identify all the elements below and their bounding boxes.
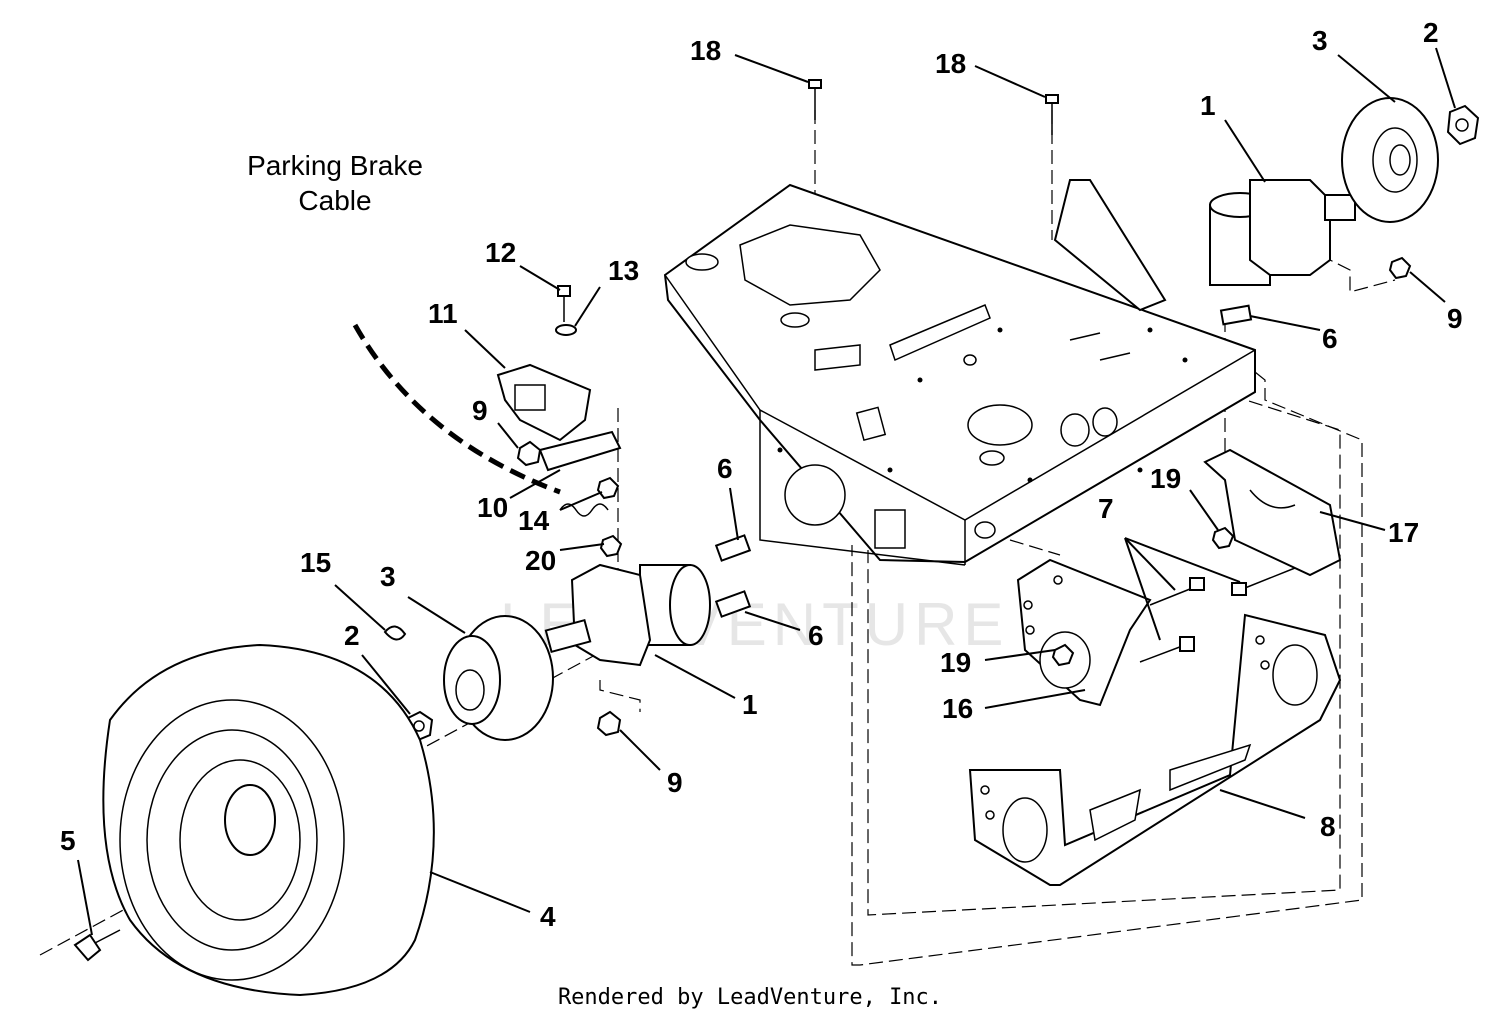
leader-lines [77, 47, 1456, 936]
spring-14 [559, 476, 620, 517]
washer-13 [555, 324, 577, 336]
callout-18: 18 [690, 35, 721, 66]
callout-16: 16 [942, 693, 973, 724]
bolt-5 [73, 929, 121, 962]
callout-5: 5 [60, 825, 76, 856]
callout-19: 19 [940, 647, 971, 678]
parking-brake-cable [352, 323, 561, 495]
callout-9: 9 [1447, 303, 1463, 334]
callout-9: 9 [472, 395, 488, 426]
bolt-12 [557, 285, 571, 322]
nut-19-lower [1051, 643, 1075, 667]
callout-12: 12 [485, 237, 516, 268]
callout-6: 6 [1322, 323, 1338, 354]
callouts: 18 18 3 2 1 9 6 12 13 11 9 10 14 20 6 6 … [60, 17, 1463, 932]
dowel-6-right [1219, 304, 1253, 326]
callout-2: 2 [344, 620, 360, 651]
bolts-7 [1139, 567, 1296, 663]
callout-17: 17 [1388, 517, 1419, 548]
bracket-17 [1203, 448, 1342, 577]
brake-bracket-11 [496, 363, 592, 442]
callout-10: 10 [477, 492, 508, 523]
callout-6: 6 [808, 620, 824, 651]
nut-20 [599, 534, 623, 558]
callout-14: 14 [518, 505, 550, 536]
wheel-motor-right [1209, 179, 1356, 286]
bolt-18-left [808, 79, 822, 120]
dowel-6-upper-left [714, 534, 752, 562]
bracket-16 [1016, 558, 1152, 707]
nut-9-bracket [516, 440, 542, 467]
callout-15: 15 [300, 547, 331, 578]
cross-member-8 [968, 613, 1342, 886]
callout-18: 18 [935, 48, 966, 79]
caption-line-2: Cable [298, 185, 371, 216]
callout-3: 3 [380, 561, 396, 592]
callout-20: 20 [525, 545, 556, 576]
nut-2-right [1446, 104, 1480, 146]
callout-11: 11 [428, 298, 458, 329]
tire-4 [102, 643, 435, 997]
nut-9-right [1388, 256, 1412, 280]
callout-3: 3 [1312, 25, 1328, 56]
nut-9-lower [596, 710, 622, 737]
dowel-6-lower-left [714, 590, 752, 618]
footer-credit: Rendered by LeadVenture, Inc. [558, 985, 942, 1010]
callout-1: 1 [1200, 90, 1216, 121]
callout-13: 13 [608, 255, 639, 286]
callout-6: 6 [717, 453, 733, 484]
brake-disc-right [1341, 97, 1439, 223]
callout-8: 8 [1320, 811, 1336, 842]
main-frame [663, 179, 1256, 566]
caption-line-1: Parking Brake [247, 150, 423, 181]
callout-4: 4 [540, 901, 556, 932]
callout-7: 7 [1098, 493, 1114, 524]
callout-9: 9 [667, 767, 683, 798]
nut-19-upper [1211, 526, 1235, 550]
callout-2: 2 [1423, 17, 1439, 48]
bolt-18-right [1045, 94, 1059, 135]
plate-10 [538, 430, 622, 472]
key-15 [383, 625, 407, 641]
callout-1: 1 [742, 689, 758, 720]
callout-19: 19 [1150, 463, 1181, 494]
brake-disc-left [443, 615, 554, 741]
wheel-motor-left [544, 563, 711, 667]
